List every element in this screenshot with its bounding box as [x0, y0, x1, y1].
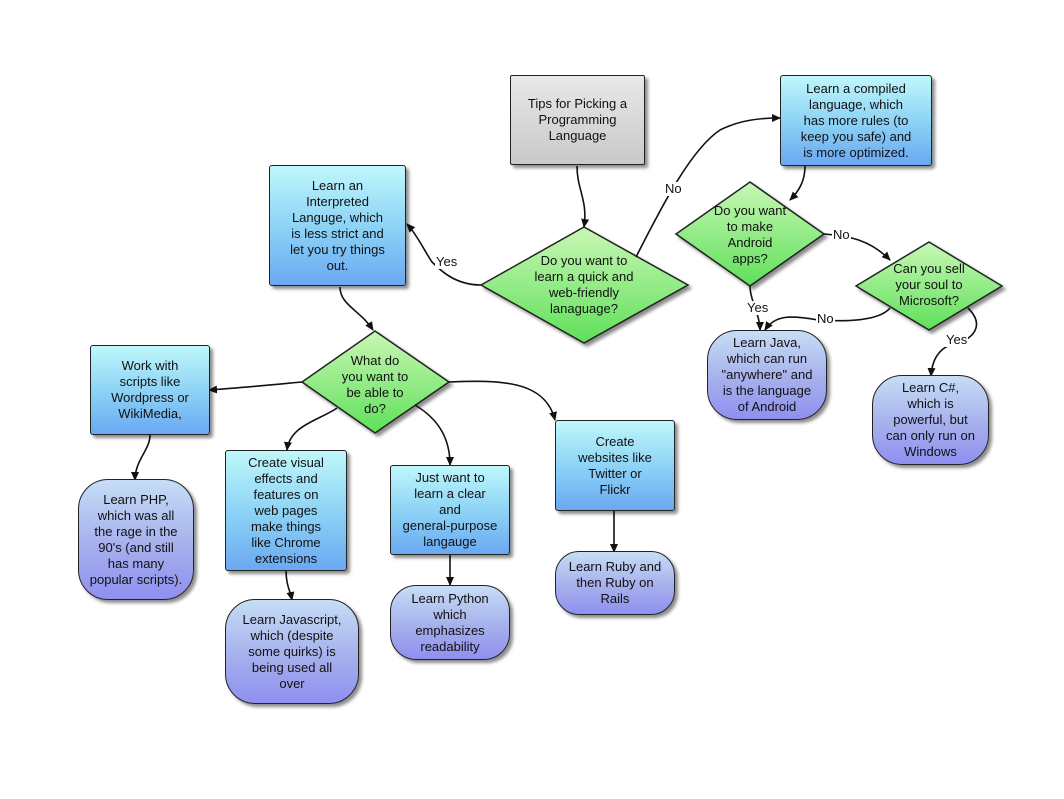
- arrow-visual-to-javascript: [285, 569, 295, 601]
- visual-effects-box: Create visual effects and features on we…: [225, 450, 347, 571]
- start-box: Tips for Picking a Programming Language: [510, 75, 645, 165]
- edge-label-no-java: No: [816, 311, 835, 326]
- arrow-do-to-scripts: [208, 381, 303, 394]
- edge-label-no-android: No: [832, 227, 851, 242]
- decision-do-label: What do you want to be able to do?: [341, 353, 409, 416]
- arrow-do-to-general: [414, 404, 454, 466]
- edge-label-yes-java: Yes: [746, 300, 770, 315]
- edge-label-no-compiled: No: [664, 181, 683, 196]
- arrow-start-to-quick: [576, 165, 590, 228]
- arrow-compiled-to-android: [789, 165, 806, 201]
- work-with-scripts-box: Work with scripts like Wordpress or Wiki…: [90, 345, 210, 435]
- csharp-terminal: Learn C#, which is powerful, but can onl…: [872, 375, 989, 465]
- php-terminal: Learn PHP, which was all the rage in the…: [78, 479, 194, 600]
- arrow-do-to-visual: [283, 407, 338, 451]
- arrow-interpreted-to-do: [339, 286, 374, 331]
- decision-diamond-do: [300, 330, 451, 434]
- java-terminal: Learn Java, which can run "anywhere" and…: [707, 330, 827, 420]
- decision-android-label: Do you want to make Android apps?: [713, 203, 787, 266]
- edge-label-yes-interpreted: Yes: [435, 254, 459, 269]
- decision-soul-label: Can you sell your soul to Microsoft?: [893, 261, 965, 308]
- decision-quick-label: Do you want to learn a quick and web-fri…: [534, 253, 634, 316]
- edge-label-yes-csharp: Yes: [945, 332, 969, 347]
- javascript-terminal: Learn Javascript, which (despite some qu…: [225, 599, 359, 704]
- general-purpose-box: Just want to learn a clear and general-p…: [390, 465, 510, 555]
- python-terminal: Learn Python which emphasizes readabilit…: [390, 585, 510, 660]
- arrow-quick-to-compiled: [635, 114, 781, 258]
- arrow-quick-to-interpreted: [406, 223, 482, 286]
- arrow-do-to-websites: [448, 380, 557, 421]
- ruby-terminal: Learn Ruby and then Ruby on Rails: [555, 551, 675, 615]
- compiled-language-box: Learn a compiled language, which has mor…: [780, 75, 932, 166]
- decision-diamond-soul: [854, 241, 1004, 331]
- interpreted-language-box: Learn an Interpreted Languge, which is l…: [269, 165, 406, 286]
- arrow-scripts-to-php: [131, 434, 151, 481]
- websites-box: Create websites like Twitter or Flickr: [555, 420, 675, 511]
- decision-diamond-quick: [479, 226, 690, 344]
- arrow-android-to-soul: [823, 233, 891, 261]
